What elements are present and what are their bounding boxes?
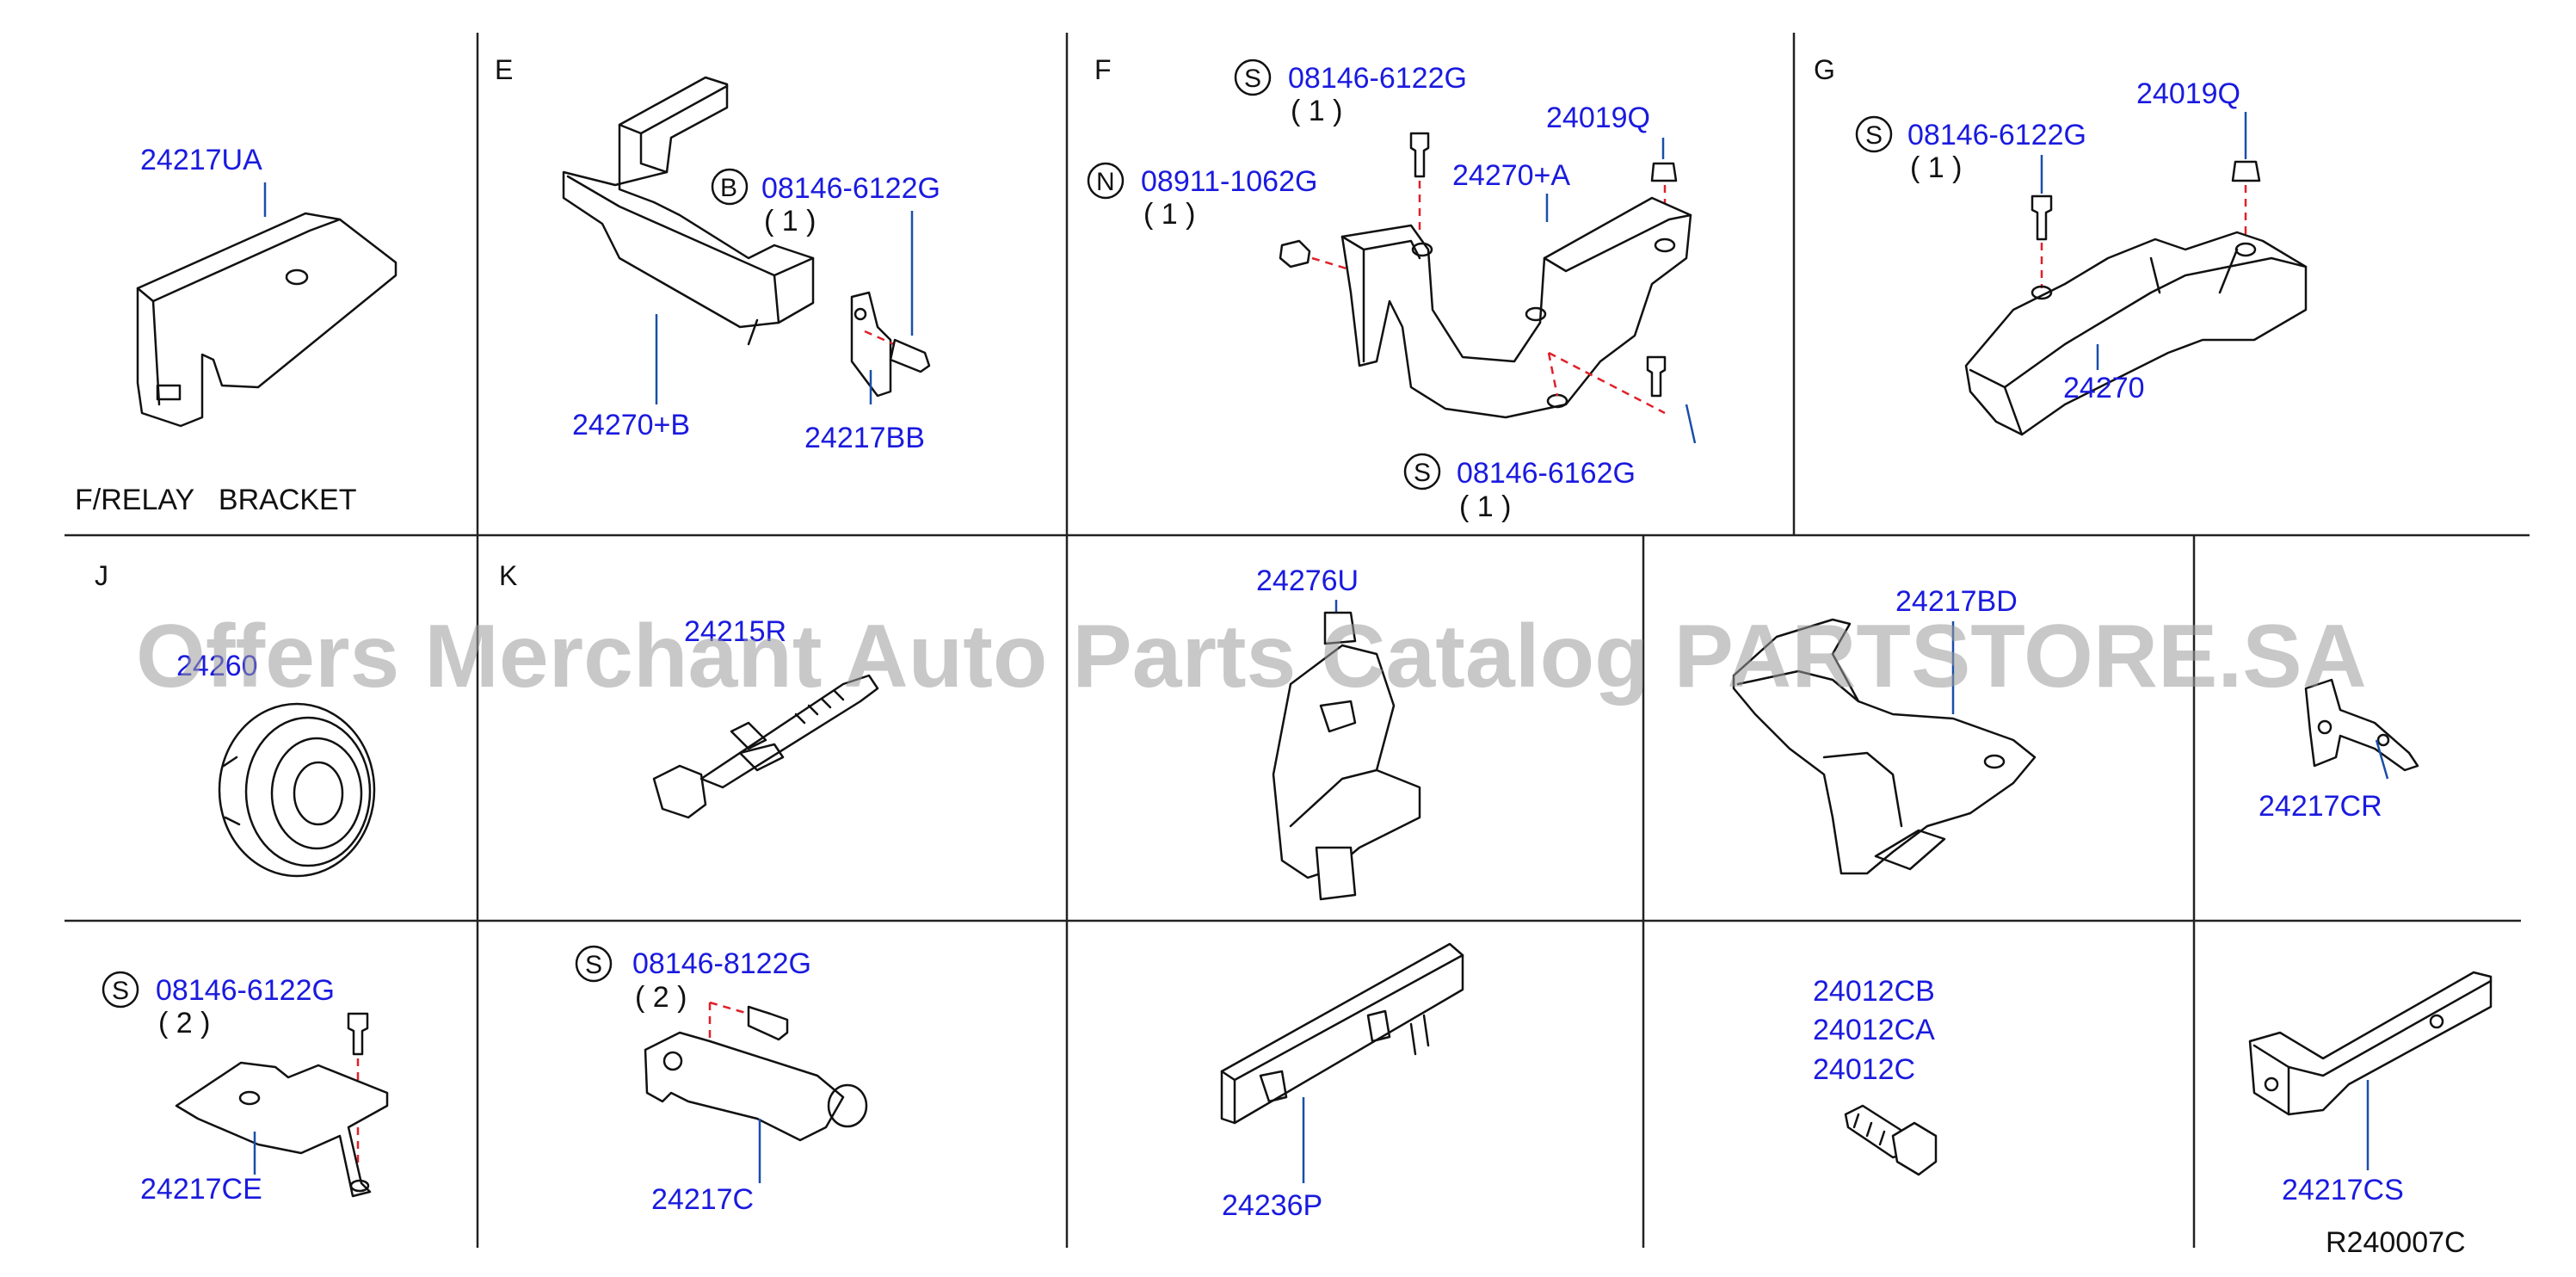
symbol-b: B bbox=[720, 174, 737, 202]
label-f-top-bolt: 08146-6122G bbox=[1288, 62, 1467, 95]
label-f-nut: 08911-1062G bbox=[1141, 165, 1317, 198]
section-fr-label: F/RELAY BRACKET bbox=[75, 484, 357, 516]
cell-24012C: 24012CB 24012CA 24012C bbox=[1813, 975, 1938, 1176]
symbol-s-ce: S bbox=[112, 977, 129, 1005]
label-24217BB: 24217BB bbox=[804, 422, 925, 454]
label-24019Q-g: 24019Q bbox=[2136, 77, 2240, 110]
cell-24217CE: S 08146-6122G ( 2 ) 24217CE bbox=[102, 971, 389, 1206]
part-24012C-head bbox=[1891, 1121, 1938, 1176]
clip-bottom-24276U bbox=[1315, 846, 1357, 901]
nut-f bbox=[1279, 239, 1311, 268]
symbol-s-f-top: S bbox=[1244, 65, 1261, 93]
clip-24019Q-f bbox=[1650, 162, 1678, 182]
cell-24236P: 24236P bbox=[1220, 942, 1464, 1222]
diagram-id: R240007C bbox=[2326, 1226, 2466, 1259]
label-24217BD: 24217BD bbox=[1895, 585, 2018, 618]
label-24217CR: 24217CR bbox=[2259, 790, 2382, 823]
section-e-label: E bbox=[495, 54, 513, 85]
bolt-e bbox=[889, 338, 931, 373]
part-24260-grommet bbox=[218, 702, 376, 878]
symbol-s-g: S bbox=[1865, 121, 1883, 150]
label-ce-qty: ( 2 ) bbox=[158, 1007, 210, 1039]
label-e-bolt: 08146-6122G bbox=[761, 172, 940, 205]
bolt-g bbox=[2031, 194, 2053, 241]
label-24276U: 24276U bbox=[1256, 564, 1359, 597]
label-24217CE: 24217CE bbox=[140, 1173, 262, 1206]
grid-lines bbox=[65, 33, 2530, 1248]
label-g-bolt: 08146-6122G bbox=[1907, 119, 2086, 151]
label-f-top-qty: ( 1 ) bbox=[1291, 95, 1342, 127]
part-24276U-holder bbox=[1272, 644, 1421, 879]
watermark: Offers Merchant Auto Parts Catalog PARTS… bbox=[136, 607, 2367, 706]
section-f-label: F bbox=[1094, 54, 1112, 85]
label-24019Q-f: 24019Q bbox=[1546, 102, 1650, 134]
bolt-f-top bbox=[1409, 132, 1430, 178]
label-f-nut-qty: ( 1 ) bbox=[1143, 198, 1195, 231]
section-k-label: K bbox=[499, 560, 517, 591]
label-24236P: 24236P bbox=[1222, 1189, 1322, 1222]
label-24217UA: 24217UA bbox=[140, 144, 262, 176]
bolt-ce bbox=[347, 1012, 369, 1056]
part-24217CE-bracket bbox=[175, 1061, 389, 1198]
cell-k: K 24215R bbox=[499, 560, 879, 819]
clip-top-24276U bbox=[1323, 611, 1357, 645]
clip-24019Q-g bbox=[2231, 160, 2261, 182]
label-e-qty: ( 1 ) bbox=[764, 205, 816, 238]
label-24217C: 24217C bbox=[651, 1183, 754, 1216]
label-24012CB: 24012CB bbox=[1813, 975, 1935, 1008]
section-j-label: J bbox=[95, 560, 108, 591]
cell-g: G S 08146-6122G ( 1 ) 24019Q 24270 bbox=[1814, 54, 2308, 436]
cell-24217BD: 24217BD bbox=[1732, 585, 2037, 875]
section-g-label: G bbox=[1814, 54, 1835, 85]
cell-f: F S 08146-6122G ( 1 ) N 08911-1062G ( 1 … bbox=[1087, 54, 1697, 523]
cell-24217CS: 24217CS R240007C bbox=[2248, 971, 2493, 1259]
label-c-qty: ( 2 ) bbox=[635, 981, 687, 1014]
cell-j: J 24260 bbox=[95, 560, 376, 878]
label-24012C: 24012C bbox=[1813, 1053, 1915, 1086]
cell-24217CR: 24217CR bbox=[2259, 678, 2419, 823]
bolt-c bbox=[747, 1005, 789, 1041]
symbol-s-c: S bbox=[585, 951, 602, 979]
label-ce-bolt: 08146-6122G bbox=[156, 974, 335, 1007]
label-24270A: 24270+A bbox=[1452, 159, 1570, 192]
symbol-s-f-bottom: S bbox=[1414, 459, 1431, 487]
label-c-bolt: 08146-8122G bbox=[632, 947, 811, 980]
cell-24217C: S 08146-8122G ( 2 ) 24217C bbox=[575, 945, 868, 1216]
part-24217CR-bracket bbox=[2304, 678, 2419, 772]
cell-24276U: 24276U bbox=[1256, 564, 1421, 901]
symbol-n: N bbox=[1096, 168, 1115, 196]
part-24217C-bracket bbox=[644, 1031, 845, 1142]
part-24270A-duct bbox=[1340, 196, 1692, 419]
part-24217UA-bracket bbox=[136, 212, 397, 428]
label-24217CS: 24217CS bbox=[2282, 1174, 2404, 1206]
label-24270: 24270 bbox=[2063, 372, 2145, 404]
label-24270B: 24270+B bbox=[572, 409, 690, 441]
label-24215R: 24215R bbox=[684, 615, 786, 648]
label-24012CA: 24012CA bbox=[1813, 1014, 1935, 1046]
cell-f-relay-bracket: 24217UA F/RELAY BRACKET bbox=[75, 144, 397, 516]
part-24217BD-bracket bbox=[1732, 618, 2037, 875]
label-f-bottom-qty: ( 1 ) bbox=[1459, 490, 1511, 523]
part-24215R-clip bbox=[652, 764, 707, 819]
bolt-f-bottom bbox=[1646, 355, 1667, 398]
label-g-qty: ( 1 ) bbox=[1910, 151, 1962, 184]
cell-e: E 24270+B B 08146-6122G ( 1 ) 24217BB bbox=[495, 54, 940, 454]
part-24217CS-bracket bbox=[2248, 971, 2493, 1116]
label-f-bottom-bolt: 08146-6162G bbox=[1457, 457, 1636, 490]
label-24260: 24260 bbox=[176, 650, 258, 682]
